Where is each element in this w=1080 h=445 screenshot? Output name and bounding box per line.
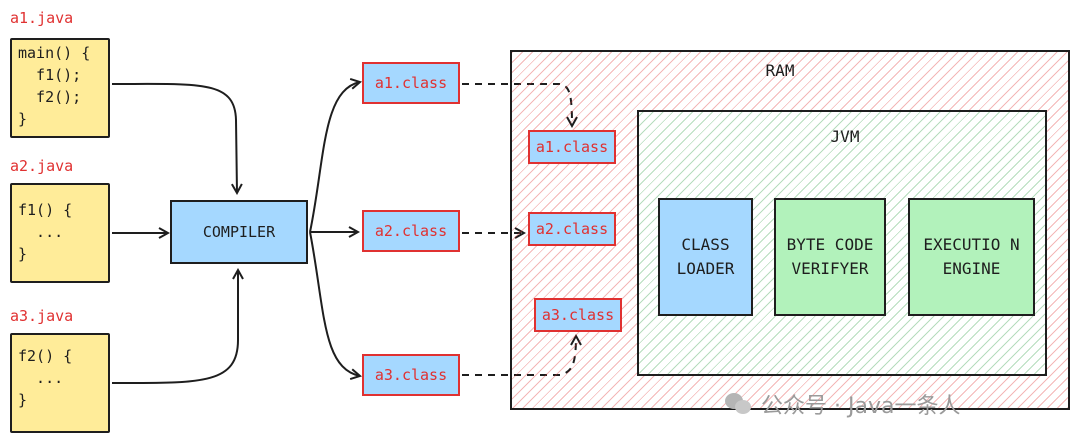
file-label-a1: a1.java [10,9,74,27]
class-output-a1: a1.class [362,62,460,104]
ram-class-a3: a3.class [534,298,622,332]
file-label-a3: a3.java [10,307,74,325]
arrow-compiler-a1class [309,82,360,233]
wechat-icon [725,393,753,415]
code-line: } [18,245,28,263]
class-output-a3: a3.class [362,354,460,396]
code-line: f1() { [18,201,73,219]
arrow-compiler-a3class [309,231,360,376]
code-line: } [18,391,28,409]
code-box-a2: f1() { ... } [10,183,110,283]
arrow-a3class-ram [462,336,576,376]
byte-code-verifier-box: BYTE CODE VERIFYER [774,198,886,316]
code-line: f1(); [18,66,82,84]
compiler-box: COMPILER [170,200,308,264]
code-line: ... [18,369,64,387]
code-line: ... [18,223,64,241]
ram-label: RAM [765,61,795,80]
code-line: f2(); [18,88,82,106]
ram-class-a1: a1.class [528,130,616,164]
code-line: main() { [18,44,91,62]
execution-engine-box: EXECUTIO N ENGINE [908,198,1035,316]
arrow-a1class-ram [462,83,572,126]
watermark: 公众号 · Java一条人 [725,388,960,420]
arrow-a3java-compiler [111,270,238,385]
code-box-a3: f2() { ... } [10,333,110,433]
class-loader-box: CLASS LOADER [658,198,753,316]
code-line: } [18,110,28,128]
jvm-label: JVM [830,127,860,146]
file-label-a2: a2.java [10,157,74,175]
class-output-a2: a2.class [362,210,460,252]
code-line: f2() { [18,347,73,365]
ram-class-a2: a2.class [528,212,616,246]
code-box-a1: main() { f1(); f2(); } [10,38,110,138]
arrow-a1java-compiler [111,82,237,193]
watermark-text: 公众号 · Java一条人 [761,394,961,419]
